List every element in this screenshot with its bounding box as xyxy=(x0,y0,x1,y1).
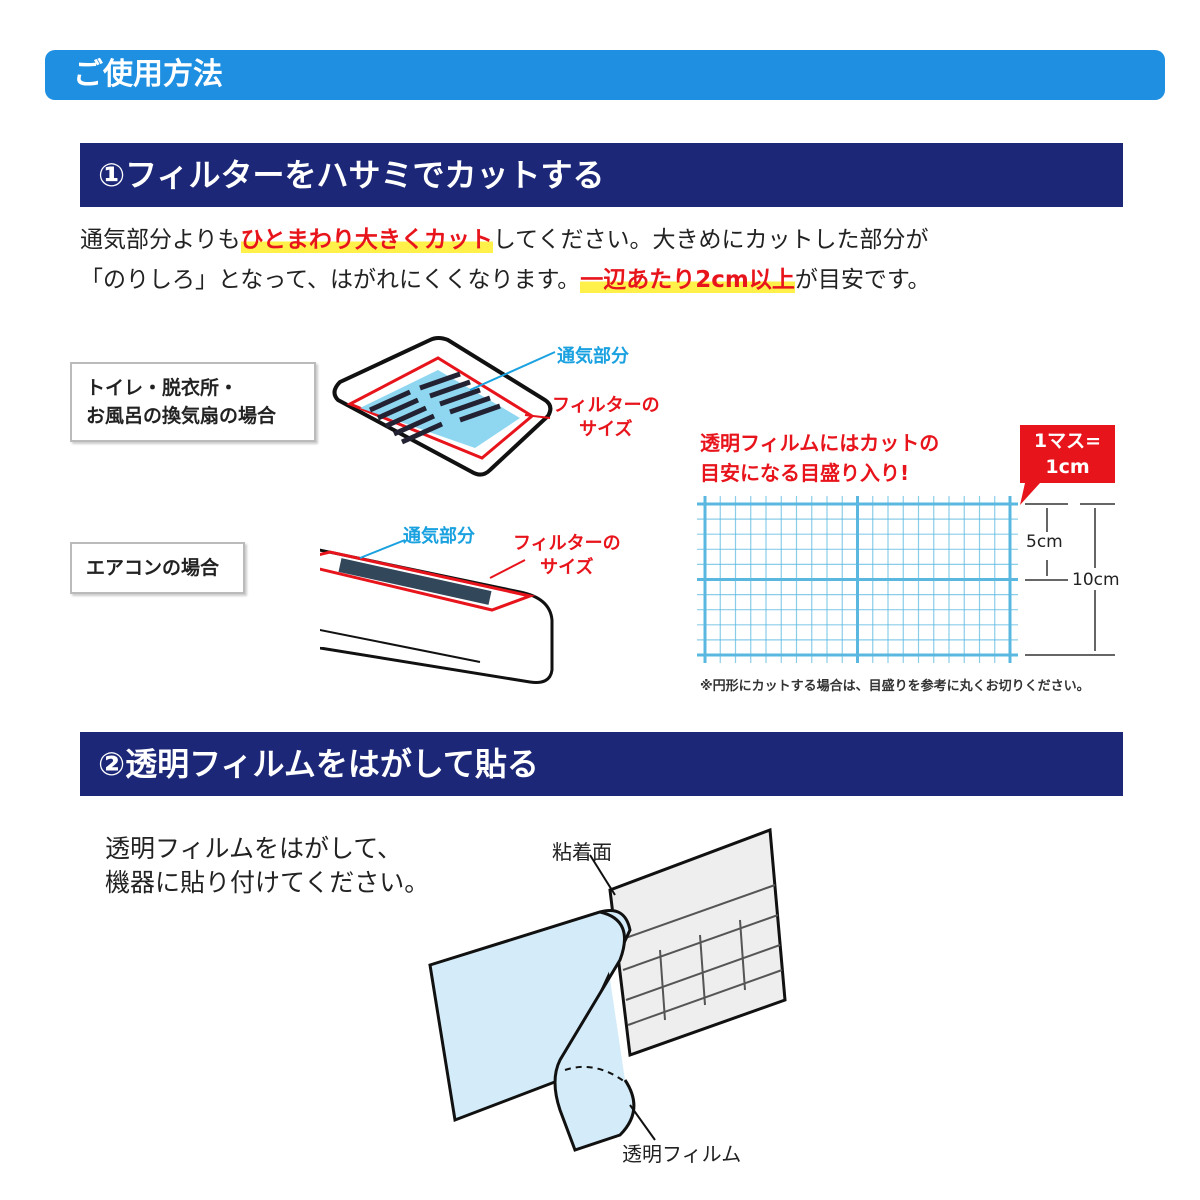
grid-scale-badge: 1マス= 1cm xyxy=(1020,425,1115,483)
step2-title: ②透明フィルムをはがして貼る xyxy=(80,732,1123,796)
vent-label-ac: 通気部分 xyxy=(403,526,475,547)
dimension-5cm: 5cm xyxy=(1026,532,1063,552)
filter-size-label-ac: フィルターの サイズ xyxy=(513,533,621,578)
text: が目安です。 xyxy=(794,267,931,293)
ac-case-label: エアコンの場合 xyxy=(70,542,245,594)
grid-note: ※円形にカットする場合は、目盛りを参考に丸くお切りください。 xyxy=(700,679,1090,694)
text: 通気部分よりも xyxy=(80,227,241,253)
text: 「のりしろ」となって、はがれにくくなります。 xyxy=(80,267,581,293)
step1-title: ①フィルターをハサミでカットする xyxy=(80,143,1123,207)
air-conditioner-drawing xyxy=(320,539,554,684)
step2-instruction: 透明フィルムをはがして、 機器に貼り付けてください。 xyxy=(105,834,430,897)
text: してください。大きめにカットした部分が xyxy=(492,227,929,253)
film-grid-illustration xyxy=(697,483,1115,663)
dimension-10cm: 10cm xyxy=(1072,570,1120,590)
step1-description: 通気部分よりもひとまわり大きくカットしてください。大きめにカットした部分が 「の… xyxy=(80,220,931,300)
highlight-text: ひとまわり大きくカット xyxy=(240,227,493,253)
adhesive-side-label: 粘着面 xyxy=(552,840,612,864)
usage-header: ご使用方法 xyxy=(45,50,1165,100)
grid-lines xyxy=(697,496,1018,663)
vent-label-fan: 通気部分 xyxy=(557,346,629,367)
fan-case-label: トイレ・脱衣所・ お風呂の換気扇の場合 xyxy=(70,362,316,442)
grid-caption: 透明フィルムにはカットの 目安になる目盛り入り! xyxy=(700,431,940,485)
fan-and-ac-illustration xyxy=(320,336,556,684)
transparent-film-label: 透明フィルム xyxy=(622,1142,742,1166)
filter-size-label-fan: フィルターの サイズ xyxy=(552,395,660,440)
highlight-text: 一辺あたり2cm以上 xyxy=(580,267,795,293)
ventilation-fan-drawing xyxy=(332,336,556,477)
peeling-film-illustration xyxy=(428,827,787,1152)
